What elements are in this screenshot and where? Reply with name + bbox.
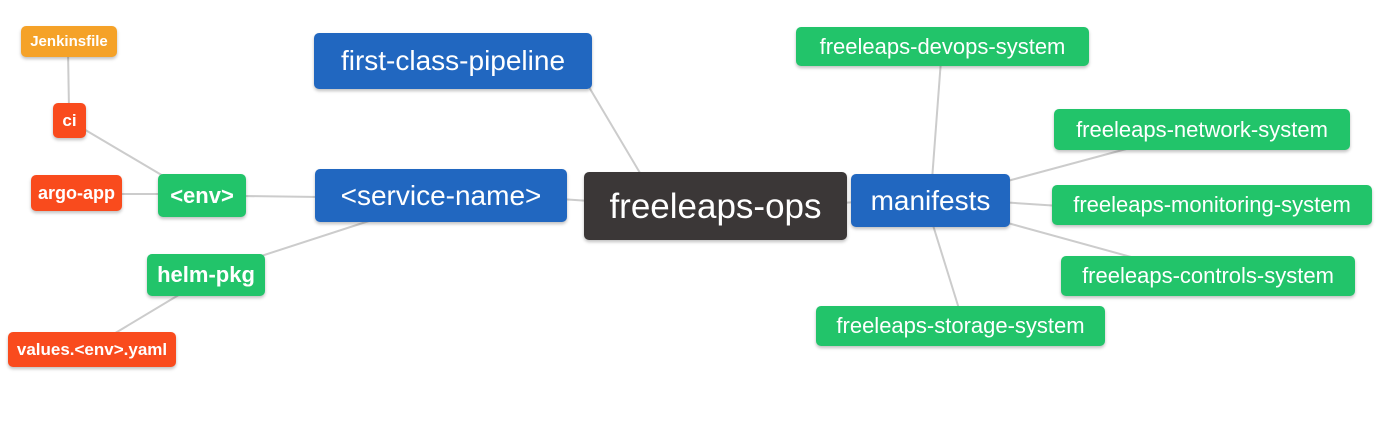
- edge-ci-to-env: [81, 127, 171, 181]
- mindmap-node-jenkinsfile[interactable]: Jenkinsfile: [21, 26, 117, 57]
- mindmap-node-manifests[interactable]: manifests: [851, 174, 1010, 227]
- edge-helm-pkg-to-service-name: [254, 219, 373, 259]
- edge-manifests-to-freeleaps-controls-system: [1003, 221, 1143, 261]
- mindmap-node-freeleaps-ops[interactable]: freeleaps-ops: [584, 172, 847, 240]
- mindmap-node-ci[interactable]: ci: [53, 103, 86, 138]
- edge-env-to-service-name: [239, 195, 321, 198]
- edge-values-env-yaml-to-helm-pkg: [111, 292, 183, 336]
- edge-manifests-to-freeleaps-devops-system: [931, 59, 942, 181]
- mindmap-node-argo-app[interactable]: argo-app: [31, 175, 122, 211]
- mindmap-node-freeleaps-devops-system[interactable]: freeleaps-devops-system: [796, 27, 1089, 66]
- edge-manifests-to-freeleaps-monitoring-system: [999, 201, 1061, 207]
- mindmap-node-env[interactable]: <env>: [158, 174, 246, 217]
- mindmap-node-helm-pkg[interactable]: helm-pkg: [147, 254, 265, 296]
- edge-jenkinsfile-to-ci: [67, 49, 70, 111]
- mindmap-node-freeleaps-storage-system[interactable]: freeleaps-storage-system: [816, 306, 1105, 346]
- edge-manifests-to-freeleaps-network-system: [999, 147, 1131, 184]
- mindmap-node-freeleaps-monitoring-system[interactable]: freeleaps-monitoring-system: [1052, 185, 1372, 225]
- edge-first-class-pipeline-to-freeleaps-ops: [585, 81, 644, 179]
- mindmap-node-freeleaps-network-system[interactable]: freeleaps-network-system: [1054, 109, 1350, 150]
- mindmap-node-service-name[interactable]: <service-name>: [315, 169, 567, 222]
- mindmap-node-first-class-pipeline[interactable]: first-class-pipeline: [314, 33, 592, 89]
- edge-manifests-to-freeleaps-storage-system: [931, 221, 961, 313]
- mindmap-node-freeleaps-controls-system[interactable]: freeleaps-controls-system: [1061, 256, 1355, 296]
- mindmap-node-values-env-yaml[interactable]: values.<env>.yaml: [8, 332, 176, 367]
